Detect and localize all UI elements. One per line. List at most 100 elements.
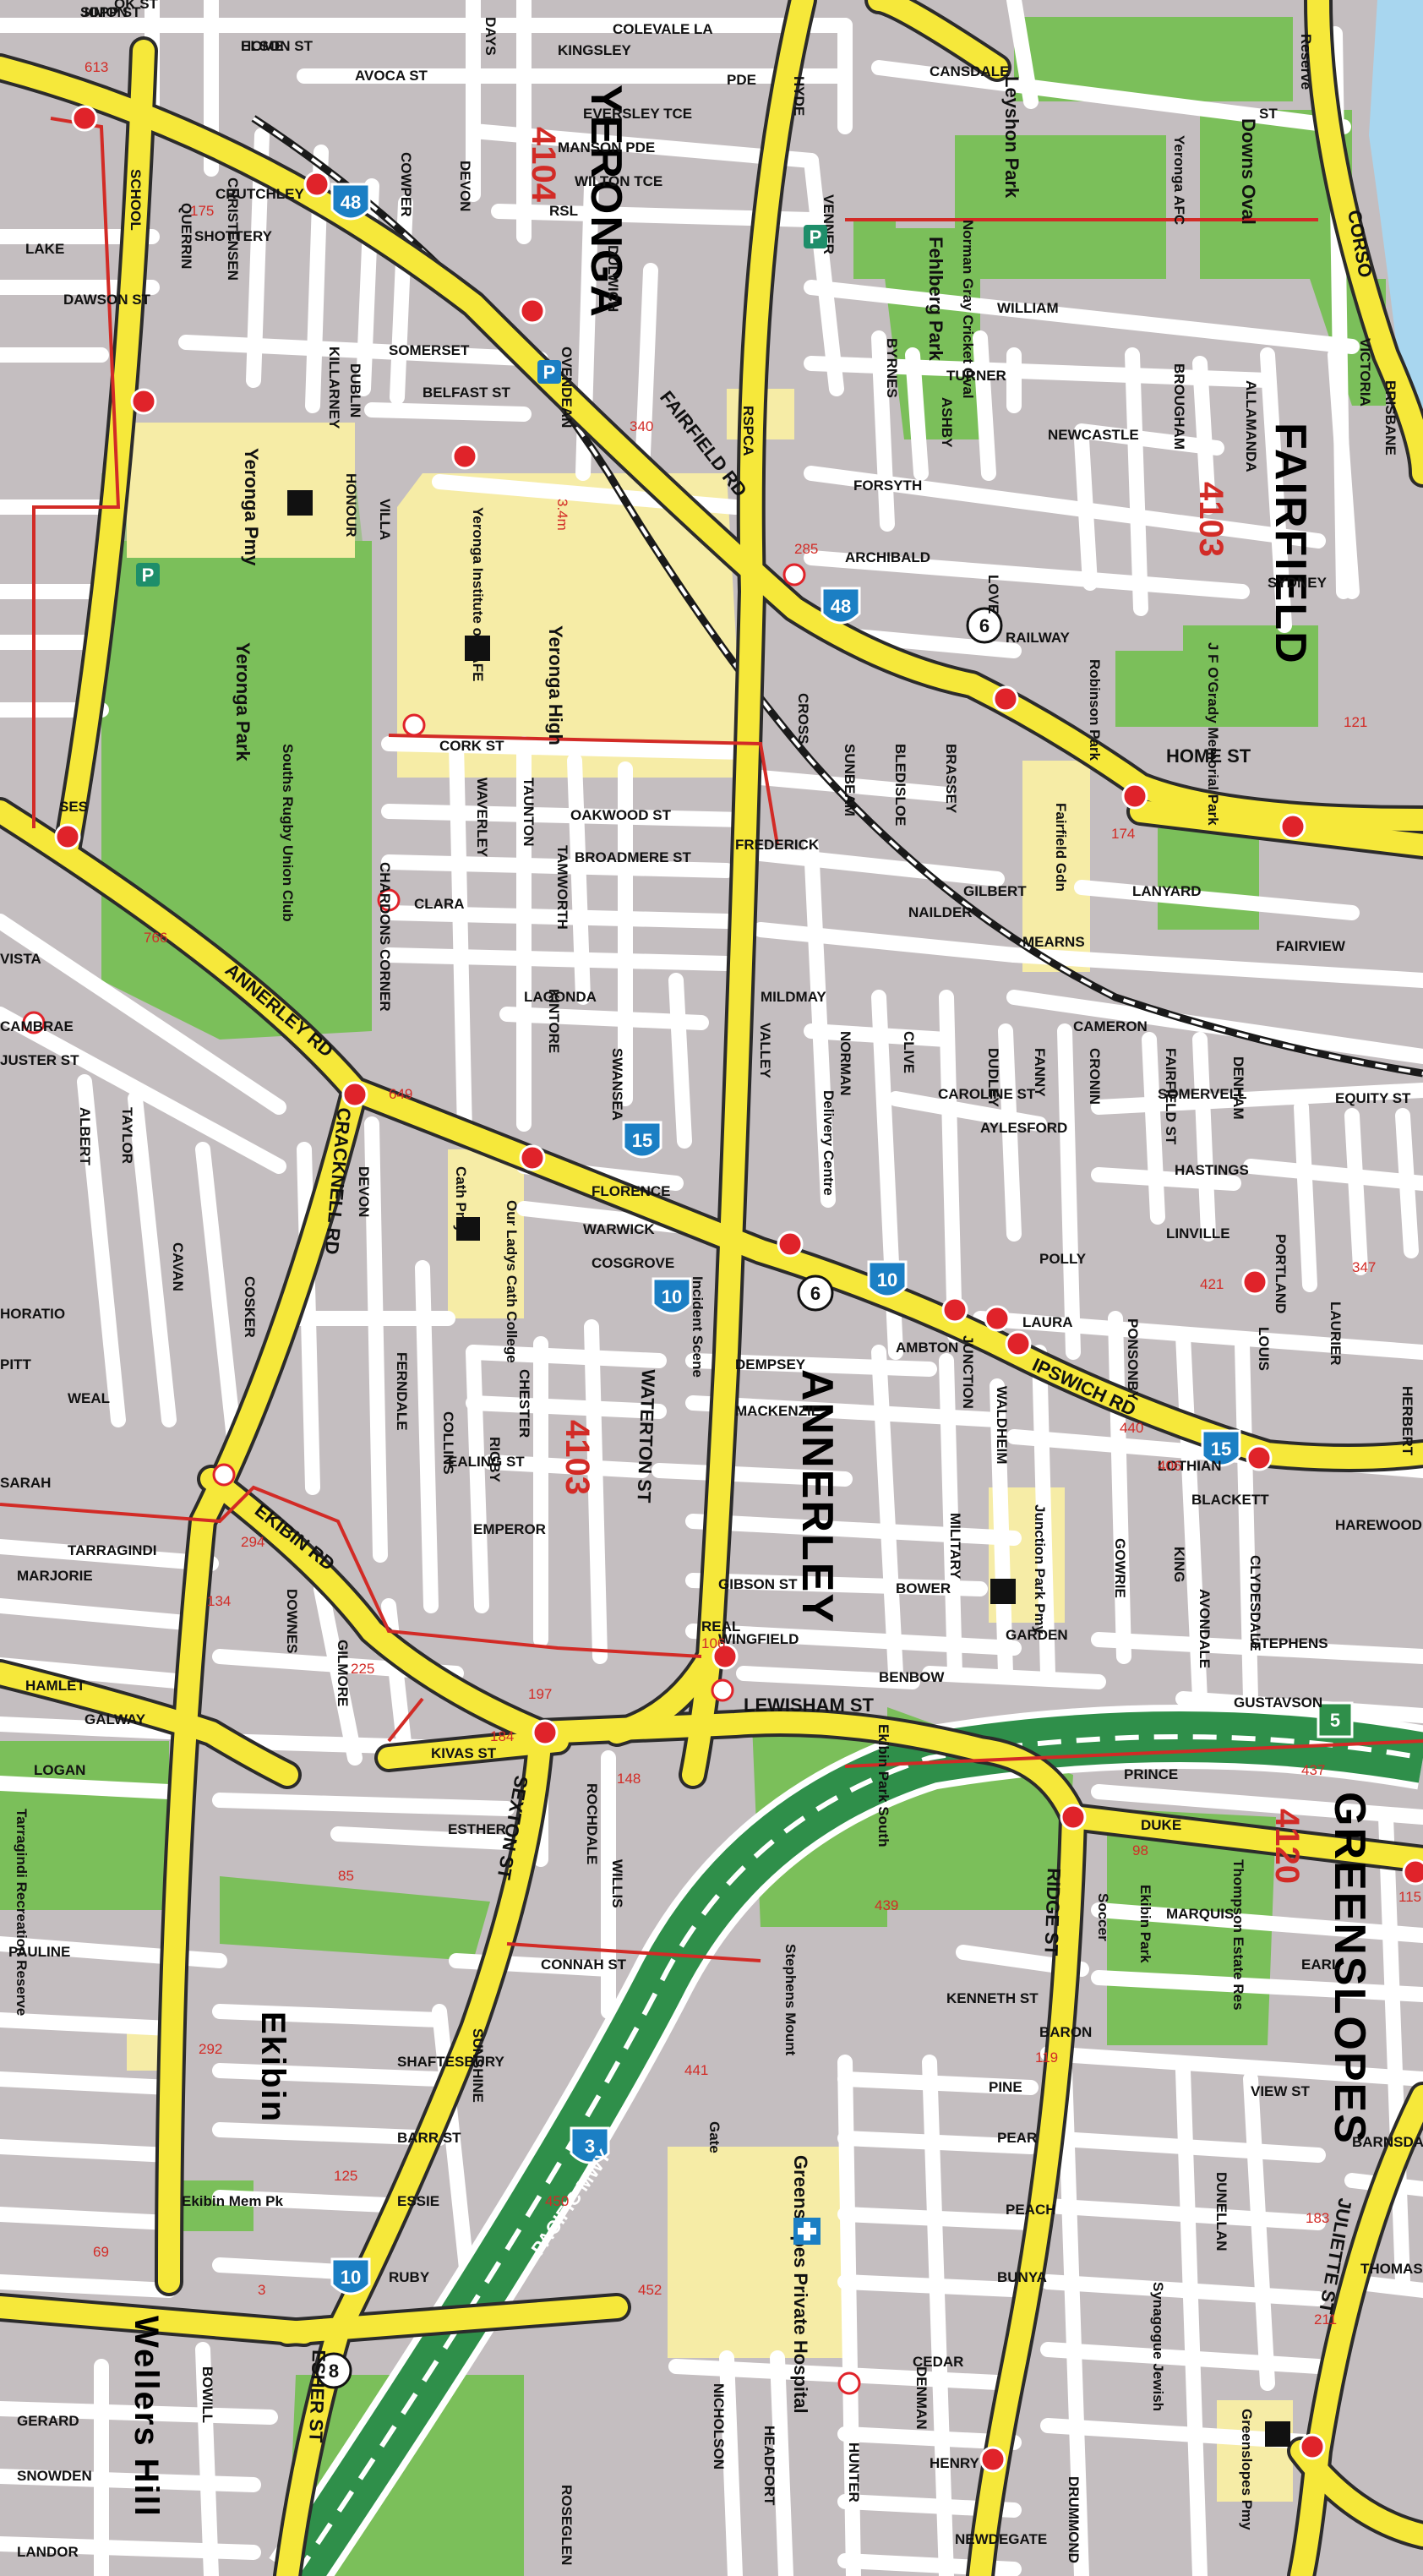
street-label: BARR ST <box>397 2130 461 2146</box>
postcode-greenslopes: 4120 <box>1268 1809 1306 1884</box>
street-label: DUNELLAN <box>1213 2172 1229 2251</box>
road-ridge: RIDGE ST <box>1040 1868 1065 1957</box>
road-number: 85 <box>338 1868 354 1884</box>
route-marker-6: 6 <box>979 615 990 636</box>
street-label: SWANSEA <box>609 1048 625 1121</box>
street-label: STEPHENS <box>1251 1635 1328 1651</box>
street-label: LAURA <box>1022 1314 1073 1330</box>
road-number: 439 <box>875 1897 898 1913</box>
stephens-mount: Stephens Mount <box>782 1944 799 2056</box>
street-label: EMPEROR <box>473 1521 546 1537</box>
road-number: 225 <box>351 1661 374 1677</box>
route-marker-6: 6 <box>810 1283 821 1304</box>
street-label: ELSON ST <box>241 38 313 54</box>
street-label: PITT <box>0 1356 31 1373</box>
road-numbers: 6131753402851211747666494214063472941342… <box>85 59 1421 2328</box>
road-number: 437 <box>1301 1762 1325 1778</box>
junction-park-pmy: Junction Park Pmy <box>1032 1504 1048 1635</box>
street-label: VILLA <box>377 499 393 540</box>
street-label: SUNSHINE <box>470 2028 486 2103</box>
street-label: MEARNS <box>1022 934 1085 950</box>
street-label: PRINCE <box>1124 1766 1178 1782</box>
street-label: SYDNEY <box>1268 575 1328 591</box>
street-label: DEVON <box>356 1166 372 1217</box>
street-label: GILMORE <box>335 1640 351 1706</box>
street-label: WEAL <box>68 1390 110 1406</box>
rsl-label: RSL <box>549 203 578 219</box>
park-ekibin: Ekibin Park <box>1137 1885 1153 1963</box>
street-label: WILLIS <box>609 1859 625 1908</box>
soccer-label: Soccer <box>1095 1893 1111 1941</box>
exit-number: 5 <box>1330 1710 1340 1731</box>
road-number: 69 <box>93 2244 109 2260</box>
street-label: WINGFIELD <box>718 1631 799 1647</box>
road-number: 441 <box>684 2062 708 2078</box>
street-label: WILLIAM <box>997 300 1059 316</box>
street-label: REAL <box>701 1618 740 1635</box>
street-label: CONNAH ST <box>541 1957 627 1973</box>
street-label: COWPER <box>398 152 414 217</box>
river <box>1369 0 1423 423</box>
street-label: FAIRVIEW <box>1276 938 1346 954</box>
street-label: HORATIO <box>0 1306 65 1322</box>
thompson-estate: Thompson Estate Res <box>1230 1859 1246 2011</box>
route-shield-3: 3 <box>585 2136 595 2157</box>
street-label: RUBY <box>389 2269 430 2285</box>
route-shield-15: 15 <box>1211 1438 1231 1460</box>
street-label: BOWILL <box>199 2366 215 2423</box>
street-label: CHARDONS CORNER <box>377 862 393 1012</box>
postcodes: 4104 4103 4103 4120 <box>525 127 1306 1884</box>
street-label: DUDLEY <box>985 1048 1001 1108</box>
road-number: 3 <box>258 2282 265 2298</box>
synagogue-label: Synagogue Jewish <box>1150 2282 1166 2411</box>
street-label: DENHAM <box>1230 1056 1246 1120</box>
route-shields: 48 48 15 10 10 15 3 10 <box>315 183 1354 2389</box>
street-label: VIEW ST <box>1251 2083 1311 2099</box>
street-label: HEADFORT <box>761 2426 777 2506</box>
road-number: 184 <box>490 1728 514 1744</box>
souths-rugby-club: Souths Rugby Union Club <box>280 744 296 922</box>
suburb-boundary <box>0 117 1423 1962</box>
street-label: GUSTAVSON <box>1234 1695 1322 1711</box>
street-label: AVONDALE <box>1197 1589 1213 1668</box>
park-fehlberg: Fehlberg Park <box>925 237 946 361</box>
street-label: CAMERON <box>1073 1018 1148 1034</box>
street-label: BOWER <box>896 1580 951 1596</box>
street-label: WALDHEIM <box>994 1386 1010 1465</box>
street-label: ROCHDALE <box>584 1783 600 1864</box>
street-label: FORSYTH <box>853 478 922 494</box>
street-label: GALWAY <box>85 1711 146 1727</box>
road-number: 406 <box>1158 1458 1181 1474</box>
suburb-annerley: ANNERLEY <box>793 1369 842 1624</box>
street-label: LANYARD <box>1132 883 1202 899</box>
suburb-wellers-hill: Wellers Hill <box>128 2316 165 2518</box>
street-label: BELFAST ST <box>423 385 511 401</box>
street-label: SNOWDEN <box>17 2468 92 2484</box>
road-home: HOME ST <box>1166 745 1251 767</box>
svg-text:P: P <box>142 565 155 586</box>
delivery-centre-label: Delivery Centre <box>821 1090 837 1196</box>
svg-text:P: P <box>810 226 822 248</box>
road-number: 613 <box>85 59 108 75</box>
street-label: EALING ST <box>448 1454 525 1470</box>
school-yeronga-pmy: Yeronga Pmy <box>241 448 262 566</box>
parking-icon: P <box>136 563 160 587</box>
street-label: POLLY <box>1039 1251 1087 1267</box>
rail-distance: 3.4m <box>554 499 570 531</box>
street-label: FERNDALE <box>394 1352 410 1431</box>
park-leyshon: Leyshon Park <box>1001 76 1022 199</box>
street-label: EVERSLEY TCE <box>583 106 692 122</box>
our-ladys-college: Our Ladys Cath College <box>504 1200 520 1363</box>
road-lewisham: LEWISHAM ST <box>744 1695 875 1716</box>
route-shield-48: 48 <box>831 596 851 617</box>
suburb-ekibin: Ekibin <box>254 2011 292 2123</box>
road-number: 134 <box>207 1593 231 1609</box>
street-label: TURNER <box>946 368 1006 384</box>
street-label: DULWICH <box>605 245 621 312</box>
street-label: HERBERT <box>1399 1386 1415 1456</box>
street-label: PORTLAND <box>1273 1234 1289 1313</box>
street-label: EQUITY ST <box>1335 1090 1411 1106</box>
